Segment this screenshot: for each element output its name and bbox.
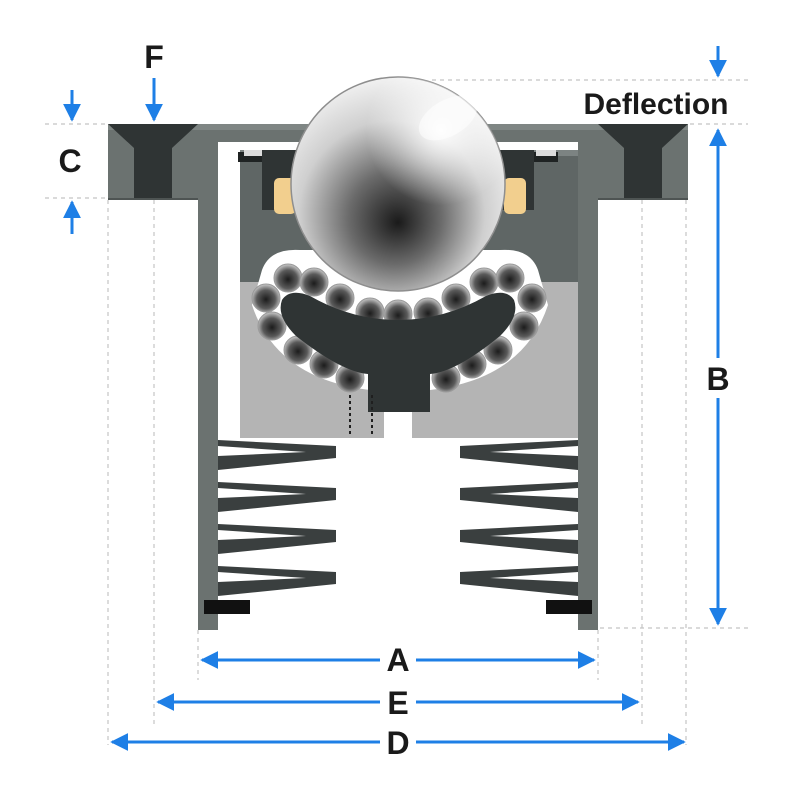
deflection-label: Deflection xyxy=(583,88,728,121)
ball-seat xyxy=(280,292,516,412)
support-ball xyxy=(299,267,329,297)
seal-right xyxy=(504,178,526,214)
spring-coil xyxy=(460,440,578,470)
mounting-hole-left xyxy=(108,124,198,198)
support-ball xyxy=(509,311,539,341)
stem-dashes xyxy=(349,395,373,436)
extension-lines xyxy=(45,79,748,745)
retainer-clips xyxy=(238,150,558,162)
spring-coil xyxy=(218,524,336,554)
spring-coil xyxy=(218,566,336,596)
mounting-hole-right xyxy=(598,124,688,198)
spring-coil xyxy=(218,482,336,512)
support-ball xyxy=(469,267,499,297)
dimension-f-label: F xyxy=(144,39,164,75)
dimension-e-label: E xyxy=(387,685,408,721)
support-ball xyxy=(251,283,281,313)
main-ball xyxy=(290,76,506,292)
spring-coil xyxy=(460,566,578,596)
support-ball xyxy=(257,311,287,341)
support-ball xyxy=(495,263,525,293)
spring-coil xyxy=(218,440,336,470)
spring-foot-left xyxy=(204,600,250,614)
spring-coil xyxy=(460,524,578,554)
dimension-a-label: A xyxy=(386,642,409,678)
support-ball xyxy=(517,283,547,313)
dimension-d-label: D xyxy=(386,725,409,761)
dimension-b-label: B xyxy=(706,361,729,397)
support-ball xyxy=(273,263,303,293)
dimension-c-label: C xyxy=(58,143,81,179)
spring-coil xyxy=(460,482,578,512)
springs xyxy=(218,440,578,596)
spring-foot-right xyxy=(546,600,592,614)
